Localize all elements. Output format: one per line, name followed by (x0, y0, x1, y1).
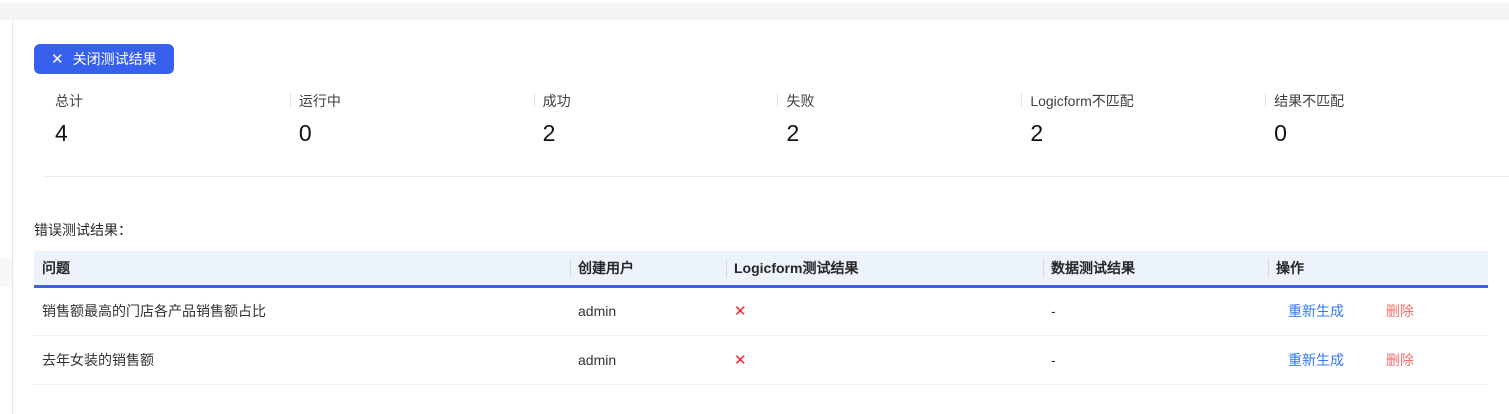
cell-logicform-result: ✕ (726, 335, 1043, 385)
cell-data-result: - (1043, 286, 1268, 336)
stat-logicform-mismatch: Logicform不匹配 2 (1021, 90, 1265, 146)
error-results-title: 错误测试结果： (34, 222, 132, 238)
cell-question: 销售额最高的门店各产品销售额占比 (34, 286, 570, 336)
fail-x-icon: ✕ (734, 303, 747, 320)
stat-total: 总计 4 (46, 90, 290, 146)
stat-value: 2 (542, 120, 556, 146)
column-header-logicform-result: Logicform测试结果 (726, 251, 1043, 288)
error-results-table: 问题 创建用户 Logicform测试结果 数据测试结果 操作 销售额最高的门店… (34, 251, 1488, 385)
fail-x-icon: ✕ (734, 351, 747, 369)
test-results-panel: ✕ 关闭测试结果 总计 4 运行中 0 成功 2 失败 2 Logicform不… (12, 20, 1509, 414)
cell-creator: admin (570, 335, 726, 385)
regenerate-link[interactable]: 重新生成 (1288, 351, 1344, 368)
column-header-question: 问题 (34, 251, 570, 288)
empty-result-dash: - (1051, 351, 1056, 368)
stat-result-mismatch: 结果不匹配 0 (1265, 90, 1509, 146)
table-row: 去年女装的销售额 admin ✕ - 重新生成 删除 (34, 335, 1488, 385)
stat-label: Logicform不匹配 (1030, 93, 1134, 109)
table-header-row: 问题 创建用户 Logicform测试结果 数据测试结果 操作 (34, 251, 1488, 288)
cell-actions: 重新生成 删除 (1268, 335, 1488, 385)
stat-running: 运行中 0 (289, 90, 534, 146)
test-results-content: ✕ 关闭测试结果 总计 4 运行中 0 成功 2 失败 2 Logicform不… (13, 20, 1509, 385)
regenerate-link[interactable]: 重新生成 (1288, 303, 1344, 319)
cell-actions: 重新生成 删除 (1268, 286, 1488, 336)
empty-result-dash: - (1051, 303, 1056, 319)
section-divider (45, 176, 1509, 177)
column-header-creator: 创建用户 (570, 251, 726, 288)
stat-value: 0 (1274, 120, 1287, 146)
cell-logicform-result: ✕ (726, 286, 1043, 336)
stat-label: 成功 (542, 93, 571, 109)
stat-value: 0 (298, 120, 312, 146)
table-row: 销售额最高的门店各产品销售额占比 admin ✕ - 重新生成 删除 (34, 286, 1488, 336)
close-test-results-button[interactable]: ✕ 关闭测试结果 (34, 44, 174, 74)
page-top-band (0, 3, 1509, 20)
stat-success: 成功 2 (533, 90, 778, 146)
close-button-label: 关闭测试结果 (72, 51, 157, 67)
stat-label: 运行中 (298, 93, 341, 109)
cell-question: 去年女装的销售额 (34, 335, 570, 385)
underlying-page-strip (0, 20, 12, 414)
underlying-page-block (0, 258, 12, 287)
delete-link[interactable]: 删除 (1385, 303, 1414, 319)
stat-value: 2 (786, 120, 800, 146)
stat-label: 总计 (55, 93, 83, 109)
statistics-row: 总计 4 运行中 0 成功 2 失败 2 Logicform不匹配 2 结果不匹… (34, 90, 1509, 146)
stat-value: 4 (55, 120, 68, 146)
delete-link[interactable]: 删除 (1385, 351, 1414, 368)
column-header-actions: 操作 (1268, 251, 1488, 288)
column-header-data-result: 数据测试结果 (1043, 251, 1268, 288)
close-icon: ✕ (51, 51, 64, 68)
stat-failed: 失败 2 (777, 90, 1021, 146)
cell-creator: admin (570, 286, 726, 336)
stat-value: 2 (1030, 120, 1044, 146)
stat-label: 结果不匹配 (1274, 93, 1345, 109)
stat-label: 失败 (786, 93, 815, 109)
cell-data-result: - (1043, 335, 1268, 385)
